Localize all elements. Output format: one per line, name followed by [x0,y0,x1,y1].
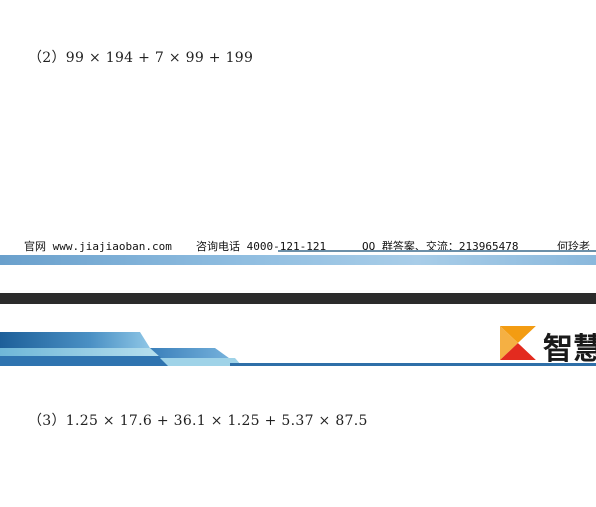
footer-band [0,255,596,265]
footer-teacher: 何玲老 [557,240,590,253]
footer-website: 官网 www.jiajiaoban.com [24,240,172,253]
footer-divider [278,250,596,252]
page-separator [0,293,596,304]
footer-qq-group: QQ 群答案、交流：213965478 [362,240,519,253]
problem-3: （3）1.25 × 17.6 + 36.1 × 1.25 + 5.37 × 87… [28,413,368,429]
footer-phone: 咨询电话 4000-121-121 [196,240,327,253]
brand-logo-icon [500,326,536,360]
problem-2: （2）99 × 194 + 7 × 99 + 199 [28,50,254,66]
header-banner [0,332,596,366]
brand-logo-text: 智慧 [543,332,596,367]
